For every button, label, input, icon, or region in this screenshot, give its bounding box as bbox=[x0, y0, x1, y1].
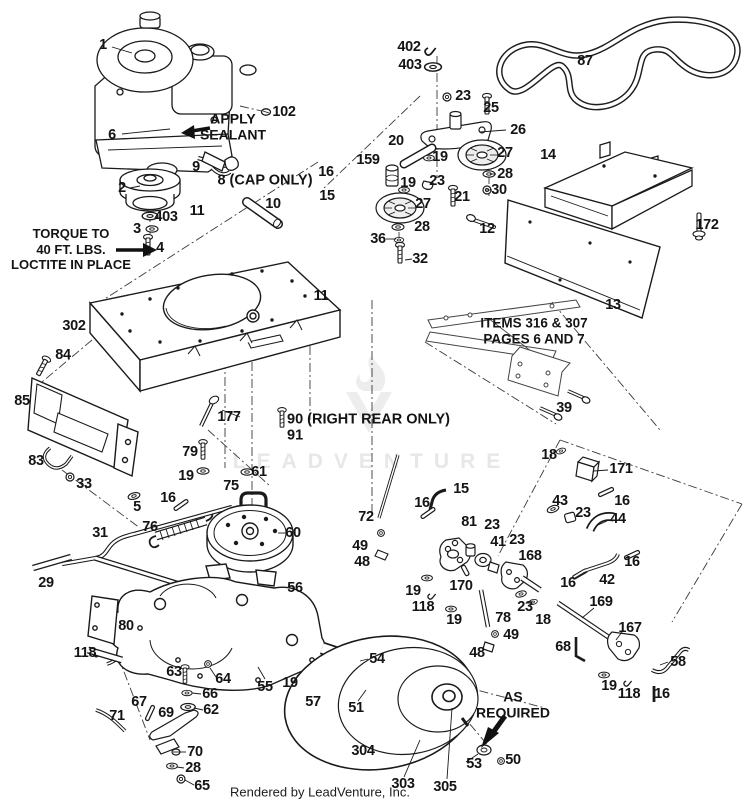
misc-bolts bbox=[196, 395, 287, 476]
wheel-304 bbox=[283, 635, 506, 780]
deck-plate-302 bbox=[88, 261, 342, 393]
hub-assembly bbox=[419, 488, 542, 653]
as-required-arrow bbox=[481, 714, 508, 748]
lower-right-linkage bbox=[556, 600, 691, 702]
bracket-85-group bbox=[27, 354, 142, 502]
leadventure-watermark: LEADVENTURE bbox=[232, 450, 512, 473]
engine-pulley-2 bbox=[119, 168, 181, 256]
pulley-60 bbox=[206, 504, 301, 604]
left-linkage-group bbox=[32, 491, 268, 666]
panel-13 bbox=[504, 199, 661, 319]
right-cluster bbox=[545, 446, 641, 581]
rod-72-group bbox=[374, 454, 400, 561]
engine bbox=[94, 11, 272, 178]
apply-sealant-arrow bbox=[181, 125, 211, 139]
roller-10 bbox=[242, 197, 283, 229]
annotation-arrows bbox=[116, 125, 508, 748]
leader-lines bbox=[111, 46, 669, 786]
torque-arrow bbox=[116, 243, 157, 257]
bracket-14 bbox=[543, 141, 694, 231]
drive-belt-87 bbox=[496, 16, 741, 111]
idler-assembly bbox=[375, 47, 507, 264]
bolt-172 bbox=[692, 212, 706, 241]
footer-credit: Rendered by LeadVenture, Inc. bbox=[230, 784, 410, 800]
transaxle bbox=[87, 555, 472, 705]
frame-hitch-assembly bbox=[425, 299, 591, 421]
leadventure-flame-logo bbox=[346, 356, 392, 433]
